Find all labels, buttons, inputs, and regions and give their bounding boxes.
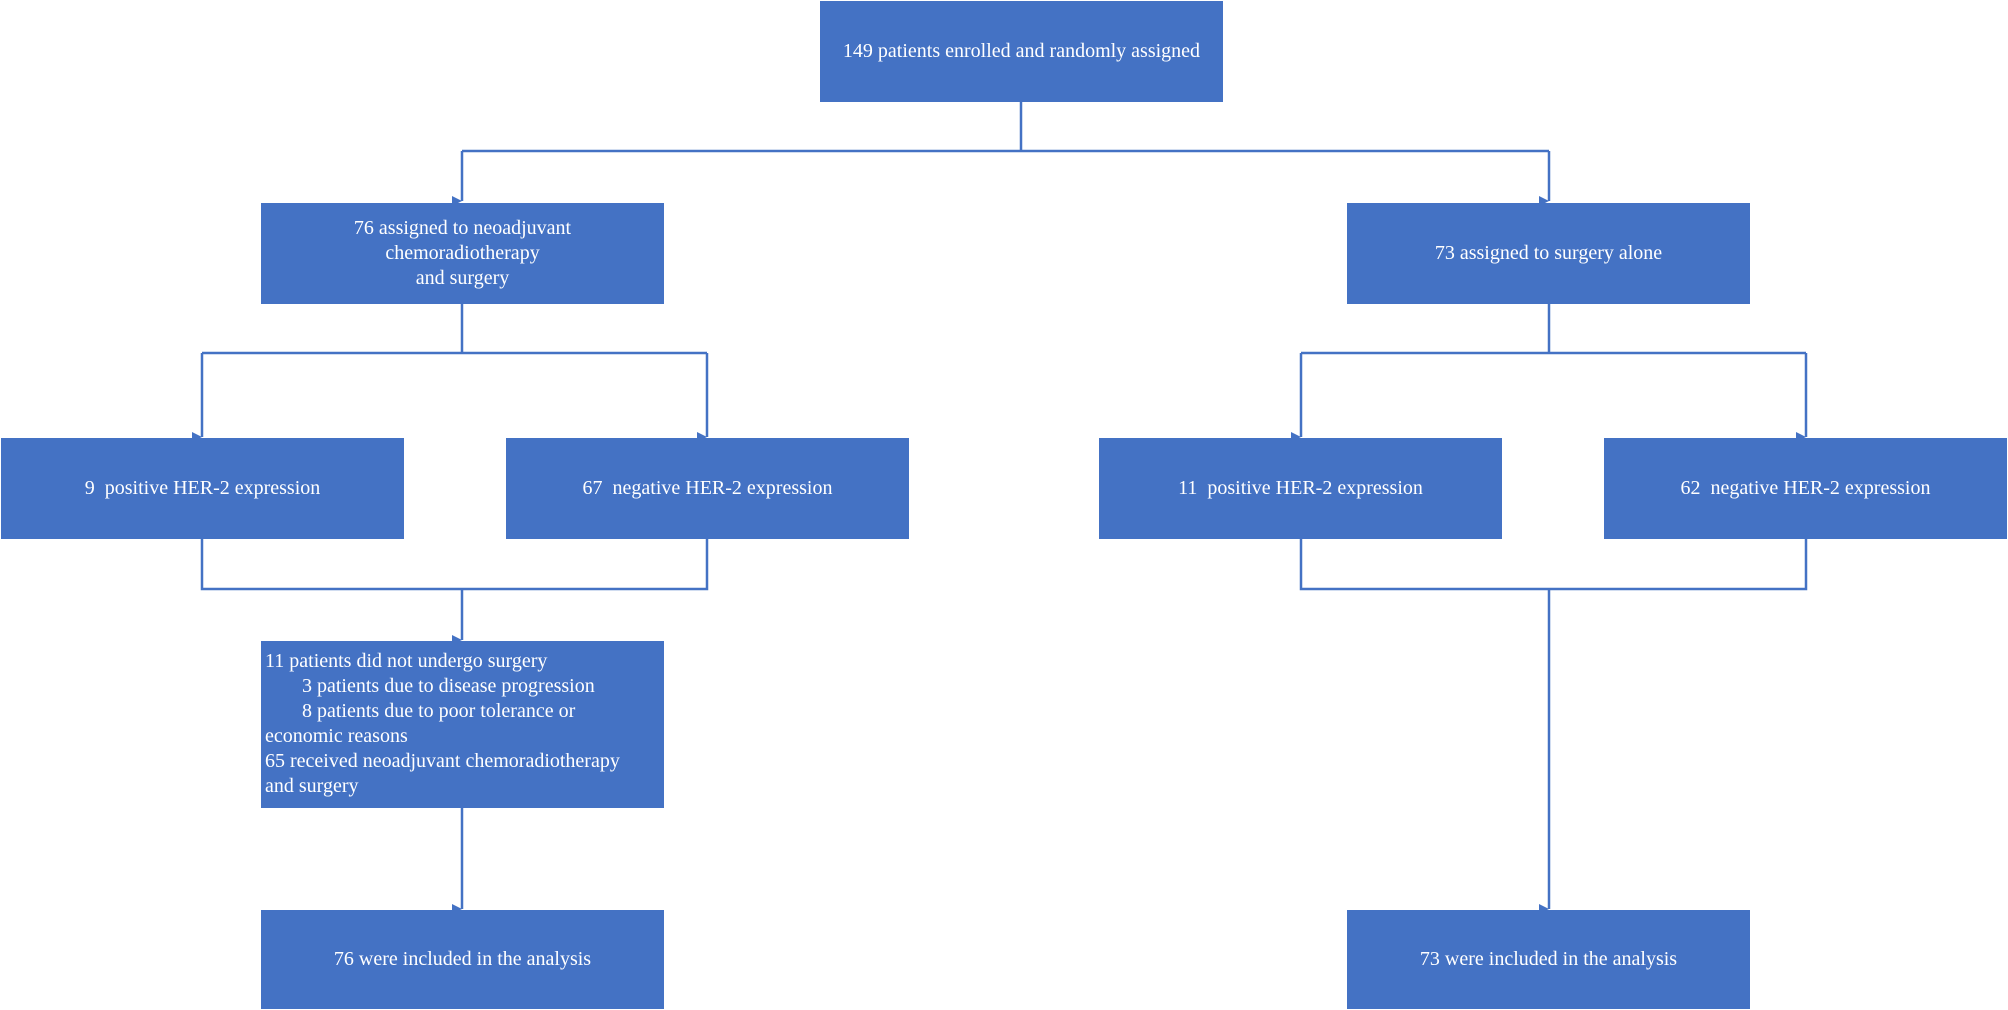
arm-a-analysis-box: 76 were included in the analysis xyxy=(261,910,664,1009)
arm-b-assigned-text: 73 assigned to surgery alone xyxy=(1434,242,1663,264)
arm-b-her2-negative-text: 62 negative HER-2 expression xyxy=(1680,477,1931,499)
arm-b-assigned-box: 73 assigned to surgery alone xyxy=(1347,203,1750,304)
connector-top-split xyxy=(462,102,1549,153)
arm-b-her2-positive-text: 11 positive HER-2 expression xyxy=(1178,477,1423,499)
surgery-details-line-2: 3 patients due to disease progression xyxy=(302,675,595,697)
arm-b-analysis-box: 73 were included in the analysis xyxy=(1347,910,1750,1009)
connector-arm-b-split xyxy=(1301,304,1806,355)
connector-arm-a-split xyxy=(202,304,707,355)
surgery-details-box: 11 patients did not undergo surgery 3 pa… xyxy=(261,641,664,808)
surgery-details-line-4: economic reasons xyxy=(265,725,408,747)
arm-b-her2-negative-box: 62 negative HER-2 expression xyxy=(1604,438,2007,539)
surgery-details-line-1: 11 patients did not undergo surgery xyxy=(265,650,548,672)
arm-a-assigned-box: 76 assigned to neoadjuvant chemoradiothe… xyxy=(261,203,664,304)
connector-arm-a-merge xyxy=(200,539,709,591)
arm-a-assigned-line-1: 76 assigned to neoadjuvant xyxy=(353,217,572,239)
enrolled-text: 149 patients enrolled and randomly assig… xyxy=(842,40,1201,62)
arm-a-her2-negative-text: 67 negative HER-2 expression xyxy=(582,477,833,499)
connector-arm-b-merge xyxy=(1299,539,1808,591)
arm-b-analysis-text: 73 were included in the analysis xyxy=(1419,948,1678,970)
arm-a-her2-positive-text: 9 positive HER-2 expression xyxy=(84,477,321,499)
surgery-details-line-5: 65 received neoadjuvant chemoradiotherap… xyxy=(265,750,620,772)
surgery-details-line-3: 8 patients due to poor tolerance or xyxy=(302,700,576,722)
arm-a-assigned-line-2: chemoradiotherapy xyxy=(385,242,540,264)
arm-a-her2-positive-box: 9 positive HER-2 expression xyxy=(1,438,404,539)
arm-a-analysis-text: 76 were included in the analysis xyxy=(333,948,592,970)
arm-a-her2-negative-box: 67 negative HER-2 expression xyxy=(506,438,909,539)
surgery-details-line-6: and surgery xyxy=(265,775,359,797)
arm-a-assigned-line-3: and surgery xyxy=(415,267,510,289)
arm-b-her2-positive-box: 11 positive HER-2 expression xyxy=(1099,438,1502,539)
enrolled-box: 149 patients enrolled and randomly assig… xyxy=(820,1,1223,102)
